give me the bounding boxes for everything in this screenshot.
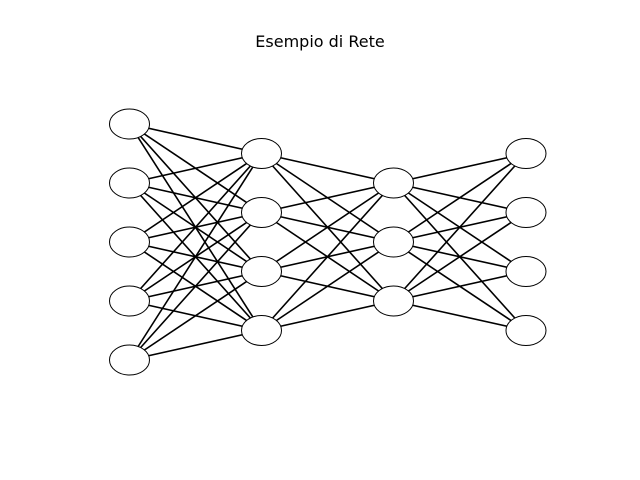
edge-l1n3-l2n2 — [261, 300, 394, 332]
edge-l0n4-l1n0 — [128, 153, 263, 361]
edge-l0n0-l1n0 — [129, 123, 262, 155]
edge-l2n2-l3n2 — [393, 270, 527, 302]
node-layer4-2 — [505, 197, 547, 228]
edge-l0n1-l1n0 — [129, 152, 262, 184]
edge-l1n3-l2n1 — [261, 241, 394, 332]
edge-l1n3-l2n0 — [260, 182, 395, 332]
node-layer1-2 — [109, 167, 150, 199]
node-layer1-4 — [109, 285, 150, 317]
node-layer4-4 — [505, 315, 547, 346]
edge-l0n3-l1n0 — [128, 152, 263, 302]
edge-l2n0-l3n0 — [393, 152, 527, 184]
nodes-group — [109, 108, 547, 376]
node-layer1-1 — [109, 108, 150, 140]
edge-l0n2-l1n0 — [129, 152, 262, 243]
edge-l1n2-l2n0 — [261, 182, 394, 273]
node-layer2-1 — [241, 138, 282, 169]
node-layer3-1 — [373, 167, 414, 199]
edge-l0n4-l1n1 — [128, 211, 263, 361]
edge-l2n2-l3n0 — [392, 152, 527, 302]
node-layer2-2 — [241, 197, 282, 228]
node-layer1-5 — [109, 344, 150, 376]
edge-l0n4-l1n2 — [129, 270, 262, 361]
edge-l1n1-l2n0 — [261, 182, 394, 214]
edge-l2n1-l3n0 — [393, 152, 527, 243]
edge-l0n4-l1n3 — [129, 329, 262, 361]
node-layer4-3 — [505, 256, 547, 287]
edge-l1n0-l2n0 — [261, 152, 394, 184]
node-layer3-2 — [373, 226, 414, 258]
diagram-title: Esempio di Rete — [255, 32, 385, 51]
edge-l2n2-l3n1 — [393, 211, 527, 302]
node-layer4-1 — [505, 138, 547, 169]
node-layer2-3 — [241, 256, 282, 287]
node-layer2-4 — [241, 315, 282, 346]
edge-l2n2-l3n3 — [393, 300, 527, 332]
node-layer1-3 — [109, 226, 150, 258]
node-layer3-3 — [373, 285, 414, 317]
edges-group — [128, 123, 527, 361]
